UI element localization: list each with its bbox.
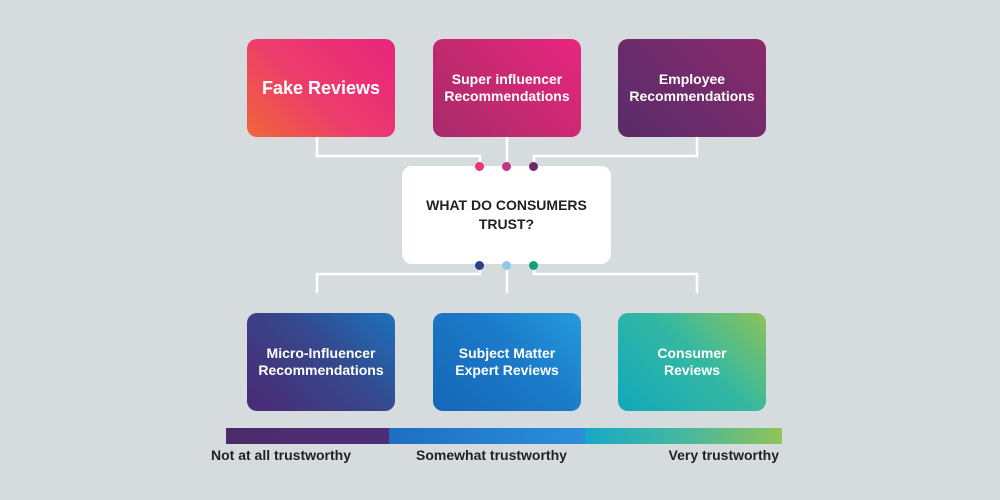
connector-dot-top-right: [529, 162, 538, 171]
employee-label-line1: Employee: [658, 71, 726, 87]
micro-influencer-label-line1: Micro-Influencer: [266, 345, 376, 361]
connector-micro-influencer: [315, 264, 482, 293]
connector-dot-top-left: [475, 162, 484, 171]
trust-scale-bar: [226, 428, 782, 444]
trust-scale-high-segment: [585, 428, 782, 444]
consumer-reviews-box: Consumer Reviews: [618, 313, 766, 411]
connector-dot-top-center: [502, 162, 511, 171]
center-question-box: WHAT DO CONSUMERS TRUST?: [402, 166, 611, 264]
scale-label-low: Not at all trustworthy: [211, 447, 352, 463]
employee-recommendations-box: Employee Recommendations: [618, 39, 766, 137]
center-question-line2: TRUST?: [478, 216, 535, 232]
super-influencer-label-line1: Super influencer: [451, 71, 563, 87]
fake-reviews-label: Fake Reviews: [261, 77, 381, 98]
scale-label-high: Very trustworthy: [668, 447, 779, 463]
connector-employee: [532, 137, 699, 166]
fake-reviews-box: Fake Reviews: [247, 39, 395, 137]
consumer-label-line2: Reviews: [663, 362, 721, 378]
sme-label-line2: Expert Reviews: [455, 362, 559, 378]
trust-scale-low-segment: [226, 428, 389, 444]
consumer-label-line1: Consumer: [657, 345, 727, 361]
connector-dot-bottom-right: [529, 261, 538, 270]
micro-influencer-label-line2: Recommendations: [258, 362, 384, 378]
connector-consumer: [532, 264, 699, 293]
scale-label-mid: Somewhat trustworthy: [416, 447, 567, 463]
trust-scale-mid-segment: [389, 428, 585, 444]
micro-influencer-box: Micro-Influencer Recommendations: [247, 313, 395, 411]
subject-matter-expert-box: Subject Matter Expert Reviews: [433, 313, 581, 411]
super-influencer-box: Super influencer Recommendations: [433, 39, 581, 137]
connector-fake-reviews: [315, 137, 482, 166]
center-question-line1: WHAT DO CONSUMERS: [426, 197, 587, 213]
super-influencer-label-line2: Recommendations: [444, 88, 570, 104]
connector-dot-bottom-center: [502, 261, 511, 270]
sme-label-line1: Subject Matter: [458, 345, 556, 361]
employee-label-line2: Recommendations: [629, 88, 755, 104]
connector-dot-bottom-left: [475, 261, 484, 270]
